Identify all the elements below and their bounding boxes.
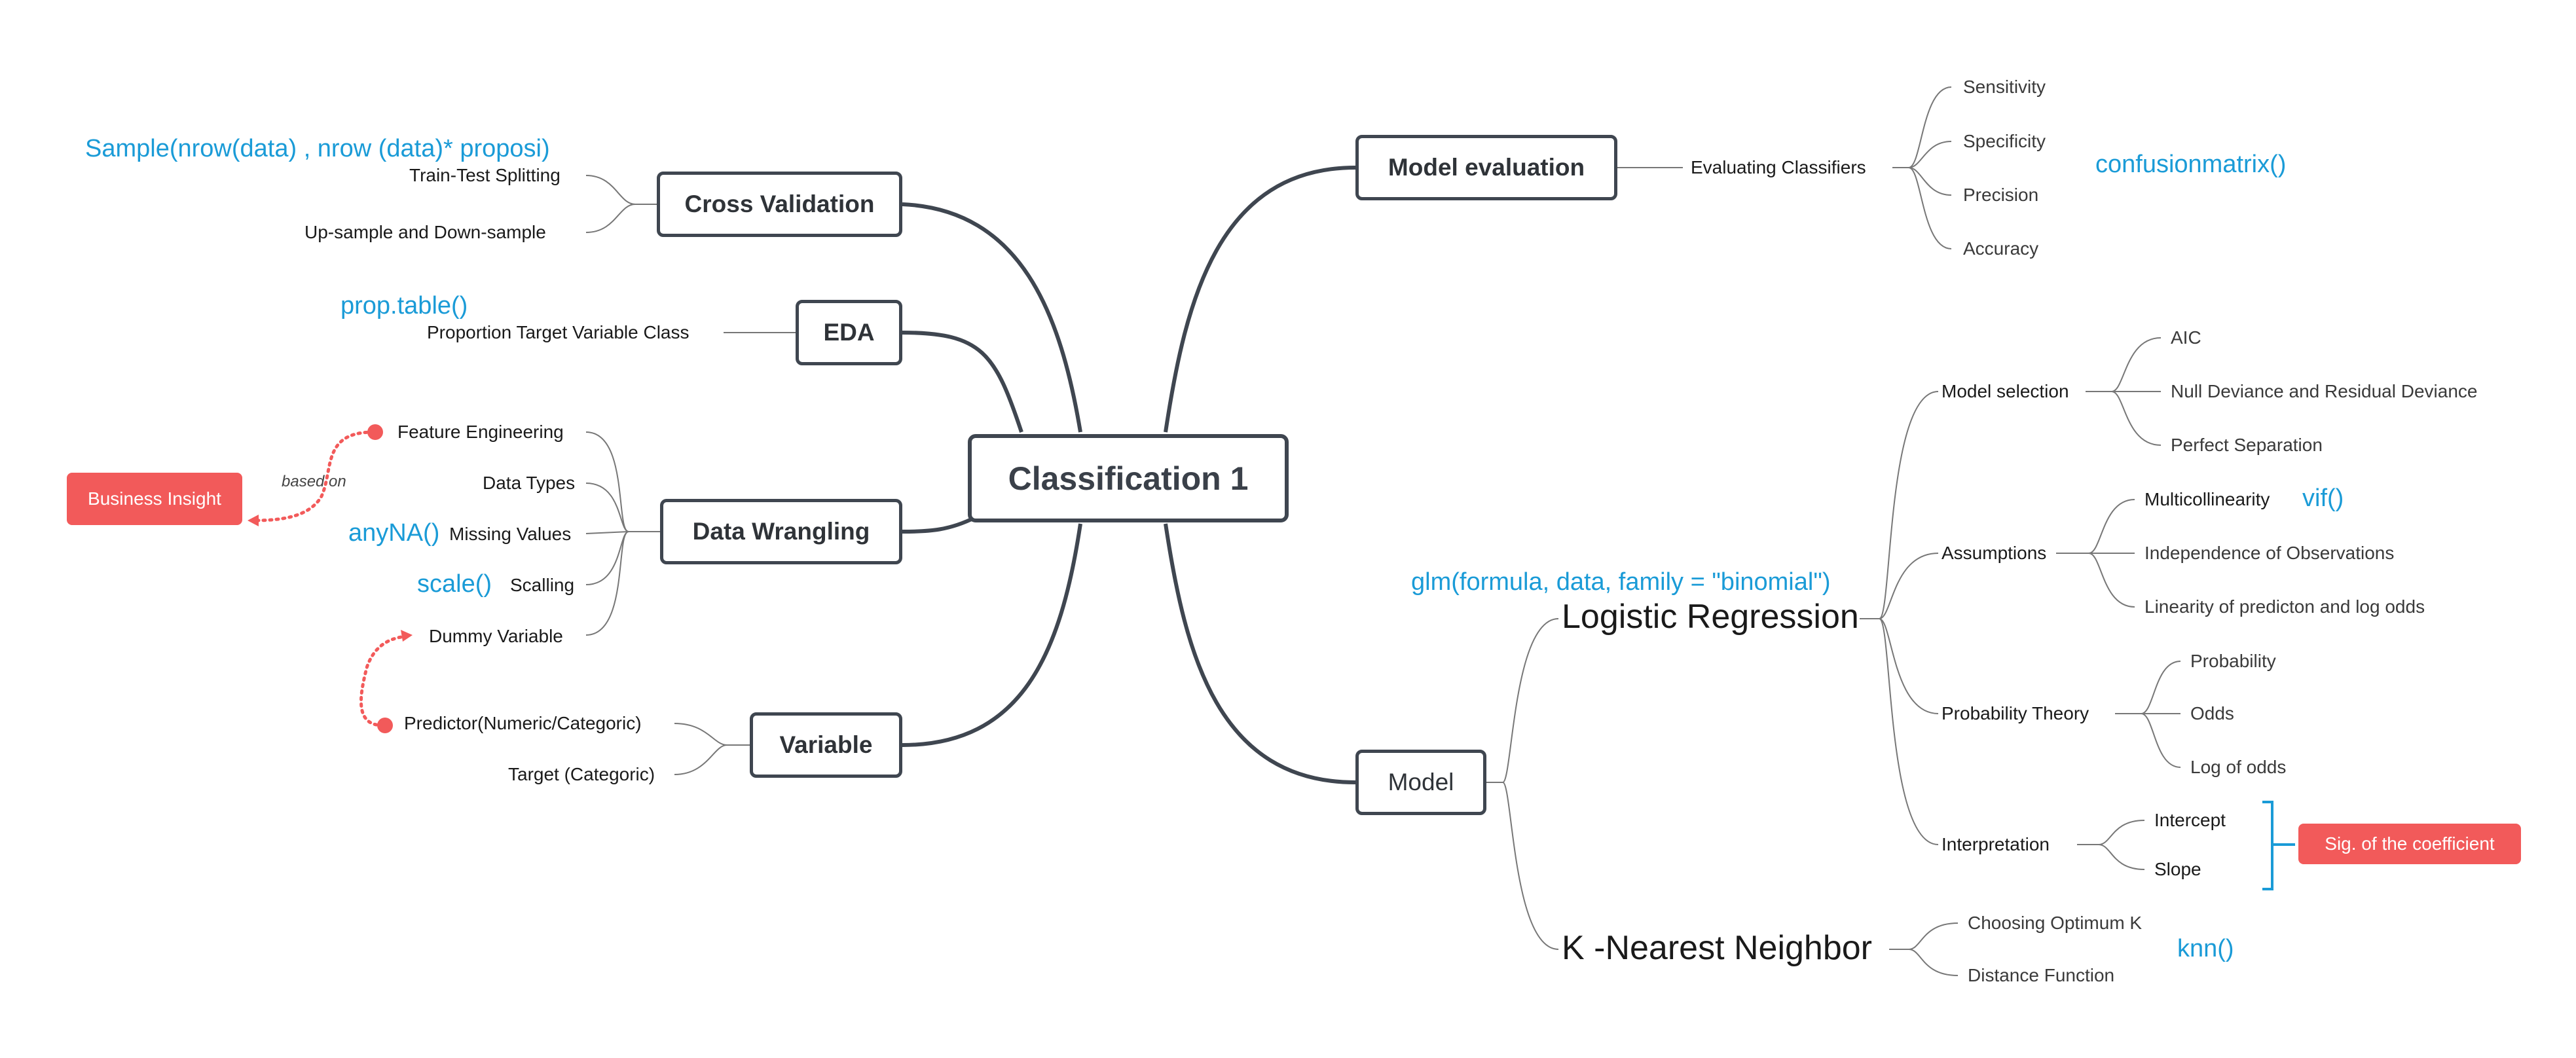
based-on-connector [250,430,375,522]
knn[interactable]: K -Nearest Neighbor [1562,929,1872,967]
slope[interactable]: Slope [2154,859,2201,879]
log-of-odds[interactable]: Log of odds [2190,757,2287,777]
data-wrangling-node[interactable]: Data Wrangling [660,499,902,564]
choosing-optimum-k[interactable]: Choosing Optimum K [1968,913,2143,933]
business-insight-tag[interactable]: Business Insight [67,473,242,525]
dummy-variable[interactable]: Dummy Variable [429,626,563,646]
root-node[interactable]: Classification 1 [968,434,1289,522]
edge-variable [902,523,1082,747]
aic[interactable]: AIC [2171,327,2201,348]
perfect-separation[interactable]: Perfect Separation [2171,435,2323,455]
logistic-regression[interactable]: Logistic Regression [1562,598,1859,636]
edge-cross-validation [902,202,1082,433]
scalling[interactable]: Scalling [510,575,575,595]
eda-code: prop.table() [340,292,468,319]
proportion-target[interactable]: Proportion Target Variable Class [427,322,690,342]
dummy-connector [359,634,408,727]
vif-code: vif() [2302,484,2344,512]
train-test-splitting[interactable]: Train-Test Splitting [409,165,561,185]
edge-data-wrangling [902,515,977,534]
edge-model [1164,523,1356,784]
edge-eda [902,331,1023,433]
model-node[interactable]: Model [1355,750,1486,815]
interpretation[interactable]: Interpretation [1941,834,2050,854]
probability[interactable]: Probability [2190,651,2276,671]
feature-dot [367,424,383,440]
linearity-log-odds[interactable]: Linearity of predicton and log odds [2144,596,2425,617]
data-types[interactable]: Data Types [483,473,576,493]
knn-code: knn() [2177,935,2234,962]
model-selection[interactable]: Model selection [1941,381,2069,401]
glm-code: glm(formula, data, family = "binomial") [1411,568,1831,596]
independence-observations[interactable]: Independence of Observations [2144,543,2395,563]
precision[interactable]: Precision [1963,185,2039,205]
dummy-arrowhead [401,630,413,642]
specificity[interactable]: Specificity [1963,131,2046,151]
odds[interactable]: Odds [2190,703,2234,723]
scale-code: scale() [417,570,492,598]
edge-model-evaluation [1164,166,1356,433]
null-residual-deviance[interactable]: Null Deviance and Residual Deviance [2171,381,2478,401]
missing-values[interactable]: Missing Values [449,524,572,544]
multicollinearity[interactable]: Multicollinearity [2144,489,2270,509]
distance-function[interactable]: Distance Function [1968,965,2115,985]
predictor-dot [377,718,393,733]
feature-engineering[interactable]: Feature Engineering [397,422,564,442]
sensitivity[interactable]: Sensitivity [1963,77,2046,97]
confusionmatrix-code: confusionmatrix() [2095,151,2287,178]
assumptions[interactable]: Assumptions [1941,543,2047,563]
model-evaluation-node[interactable]: Model evaluation [1355,135,1617,200]
target-item[interactable]: Target (Categoric) [508,764,655,784]
cross-validation-code: Sample(nrow(data) , nrow (data)* proposi… [85,135,550,162]
sig-coefficient-tag[interactable]: Sig. of the coefficient [2298,824,2521,864]
anyna-code: anyNA() [348,519,440,547]
variable-node[interactable]: Variable [750,712,902,778]
up-down-sample[interactable]: Up-sample and Down-sample [304,222,546,242]
business-arrowhead [248,515,259,526]
predictor-item[interactable]: Predictor(Numeric/Categoric) [404,713,642,733]
probability-theory[interactable]: Probability Theory [1941,703,2089,723]
based-on-label: based on [282,473,346,490]
cross-validation-node[interactable]: Cross Validation [657,172,902,237]
evaluating-classifiers[interactable]: Evaluating Classifiers [1691,157,1866,177]
intercept[interactable]: Intercept [2154,810,2226,830]
bracket [2262,801,2295,890]
eda-node[interactable]: EDA [796,300,902,365]
accuracy[interactable]: Accuracy [1963,238,2039,259]
